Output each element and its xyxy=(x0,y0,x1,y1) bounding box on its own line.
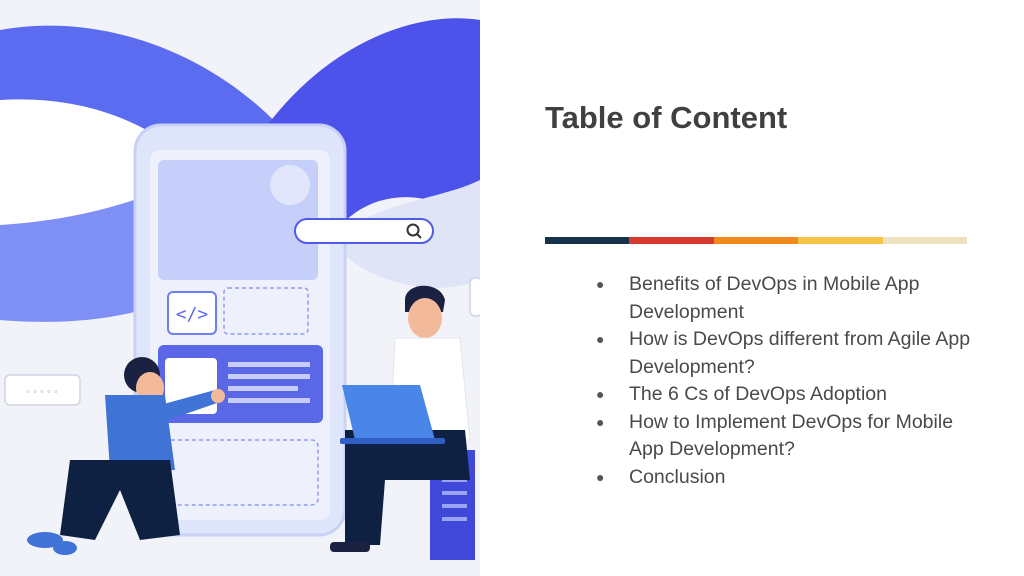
toc-item-text: How is DevOps different from Agile App D… xyxy=(629,328,971,378)
chat-bubble-icon xyxy=(4,374,81,406)
table-of-contents-list: ● Benefits of DevOps in Mobile App Develo… xyxy=(596,271,976,491)
accent-segment-orange xyxy=(713,237,799,244)
accent-segment-yellow xyxy=(798,237,883,244)
bullet-icon: ● xyxy=(596,468,605,485)
toc-item: ● How to Implement DevOps for Mobile App … xyxy=(596,409,976,464)
toc-item: ● Benefits of DevOps in Mobile App Develo… xyxy=(596,271,976,326)
slide-title: Table of Content xyxy=(545,100,788,135)
bullet-icon: ● xyxy=(596,386,605,402)
toc-item-text: How to Implement DevOps for Mobile App D… xyxy=(629,410,954,461)
illustration-svg: </> ◦ ◦ ◦ ◦ ◦ xyxy=(0,0,480,576)
svg-text:◦ ◦ ◦ ◦ ◦: ◦ ◦ ◦ ◦ ◦ xyxy=(26,386,58,398)
toc-item-text: Benefits of DevOps in Mobile App Develop… xyxy=(629,273,920,323)
code-icon xyxy=(167,291,217,335)
person-icon xyxy=(27,357,225,555)
search-icon xyxy=(294,218,434,244)
person-icon xyxy=(330,285,471,552)
toc-item-text: The 6 Cs of DevOps Adoption xyxy=(629,383,887,405)
svg-text:</>: </> xyxy=(176,304,209,325)
accent-segment-cream xyxy=(882,237,968,244)
accent-color-bar xyxy=(545,237,968,244)
accent-segment-navy xyxy=(545,237,630,244)
devops-illustration: </> ◦ ◦ ◦ ◦ ◦ xyxy=(0,0,480,576)
accent-segment-red xyxy=(629,237,714,244)
bullet-icon: ● xyxy=(596,413,605,430)
toc-item: ● How is DevOps different from Agile App … xyxy=(596,326,976,381)
smartphone-icon: </> xyxy=(133,123,347,537)
laptop-icon xyxy=(340,385,445,444)
toc-item: ● Conclusion xyxy=(596,464,976,492)
bullet-icon: ● xyxy=(596,276,605,292)
bullet-icon: ● xyxy=(596,331,605,347)
toc-item: ● The 6 Cs of DevOps Adoption xyxy=(596,381,976,409)
toc-item-text: Conclusion xyxy=(629,465,726,488)
